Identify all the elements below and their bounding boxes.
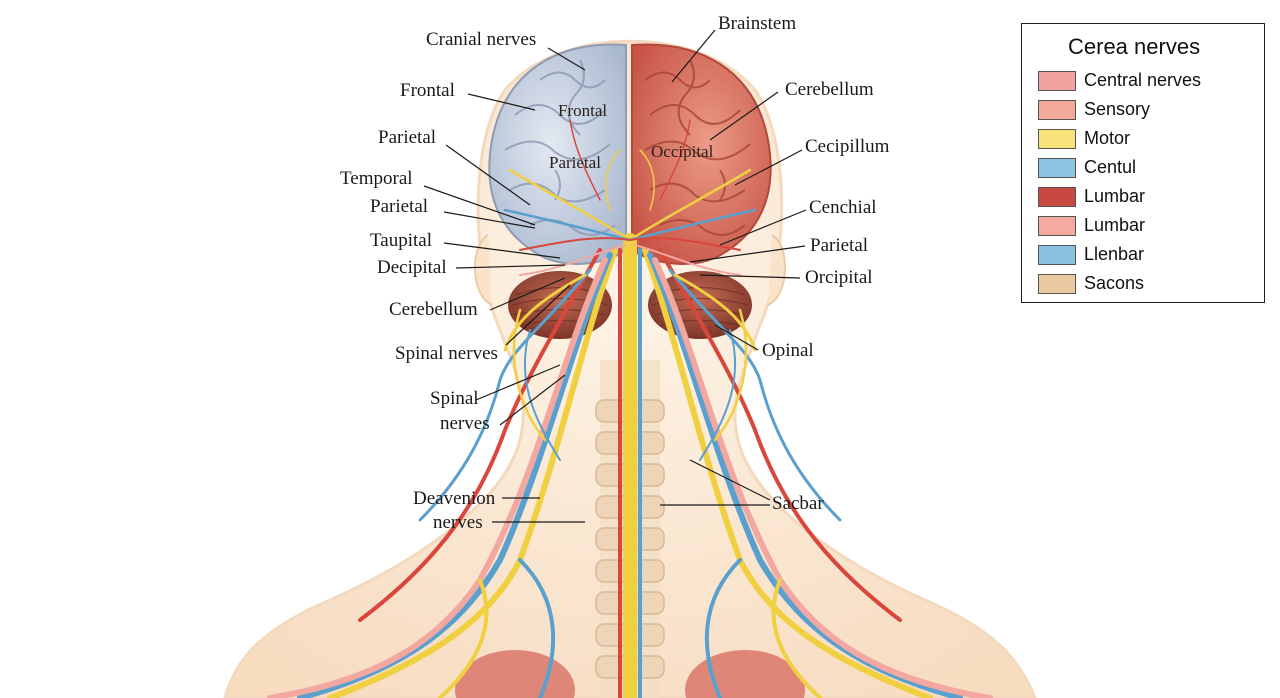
legend-label: Central nerves	[1084, 70, 1201, 91]
label-cranial-nerves: Cranial nerves	[426, 29, 536, 51]
legend-label: Motor	[1084, 128, 1130, 149]
label-deavenion-nerves: nerves	[433, 512, 483, 534]
label-parietal-right: Parietal	[810, 235, 868, 257]
label-cerebellum-right: Cerebellum	[785, 79, 874, 101]
label-taupital: Taupital	[370, 230, 432, 252]
label-opinal: Opinal	[762, 340, 814, 362]
label-cenchial: Cenchial	[809, 197, 877, 219]
label-orcipital: Orcipital	[805, 267, 873, 289]
legend-label: Lumbar	[1084, 186, 1145, 207]
label-frontal-left: Frontal	[400, 80, 455, 102]
legend-swatch	[1038, 187, 1076, 207]
label-spinal-nerves-2a: Spinal	[430, 388, 479, 410]
legend-title: Cerea nerves	[1068, 34, 1200, 60]
label-inner-frontal: Frontal	[558, 100, 607, 122]
legend-label: Llenbar	[1084, 244, 1144, 265]
label-inner-parietal: Parietal	[549, 152, 601, 174]
label-cerebellum-left: Cerebellum	[389, 299, 478, 321]
legend-swatch	[1038, 129, 1076, 149]
label-inner-occipital: Occipital	[651, 141, 713, 163]
label-brainstem: Brainstem	[718, 13, 796, 35]
label-decipital: Decipital	[377, 257, 447, 279]
legend-swatch	[1038, 158, 1076, 178]
legend-label: Centul	[1084, 157, 1136, 178]
legend-swatch	[1038, 274, 1076, 294]
label-deavenion: Deavenion	[413, 488, 495, 510]
legend-swatch	[1038, 216, 1076, 236]
legend-swatch	[1038, 245, 1076, 265]
legend-swatch	[1038, 71, 1076, 91]
legend-label: Lumbar	[1084, 215, 1145, 236]
label-cecipillum: Cecipillum	[805, 136, 889, 158]
legend-label: Sensory	[1084, 99, 1150, 120]
label-sacbar: Sacbar	[772, 493, 824, 515]
label-parietal-left-2: Parietal	[370, 196, 428, 218]
label-spinal-nerves-2b: nerves	[440, 413, 490, 435]
legend-swatch	[1038, 100, 1076, 120]
label-parietal-left-1: Parietal	[378, 127, 436, 149]
label-spinal-nerves-1: Spinal nerves	[395, 343, 498, 365]
legend-label: Sacons	[1084, 273, 1144, 294]
label-temporal: Temporal	[340, 168, 413, 190]
